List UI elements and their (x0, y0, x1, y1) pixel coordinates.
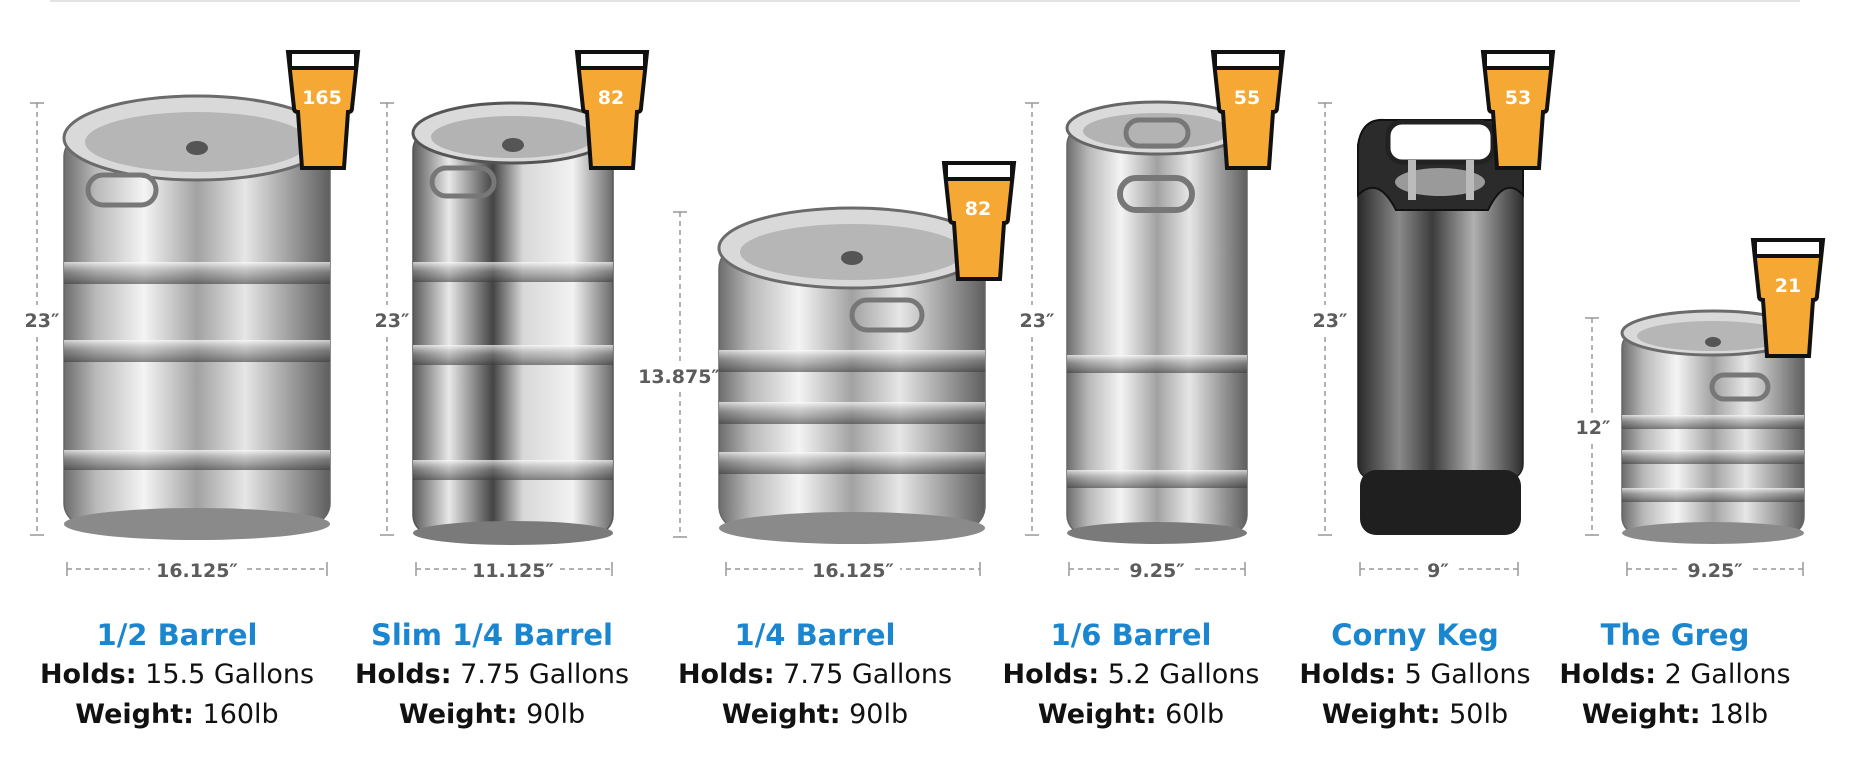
handle-icon (1385, 119, 1496, 165)
keg-info-sixth-barrel: 1/6 Barrel Holds: 5.2 Gallons Weight: 60… (966, 615, 1296, 735)
pint-count: 82 (598, 87, 624, 109)
keg-width-label: 11.125″ (472, 560, 554, 582)
handle-icon (429, 165, 497, 199)
handle-icon (1123, 117, 1191, 149)
keg-info-the-greg: The Greg Holds: 2 Gallons Weight: 18lb (1510, 615, 1840, 735)
handle-icon (1709, 372, 1771, 402)
pint-count: 55 (1234, 87, 1260, 109)
keg-height-label: 12″ (1576, 417, 1611, 439)
keg-width-label: 9″ (1427, 560, 1449, 582)
keg-half-barrel: 23″ 16.125″ 165 (20, 50, 361, 583)
pint-count: 165 (302, 87, 342, 109)
keg-name: Slim 1/4 Barrel (370, 618, 613, 652)
keg-name: 1/2 Barrel (96, 618, 258, 652)
pint-glass-icon: 55 (1210, 50, 1286, 170)
pint-glass-icon: 53 (1480, 50, 1556, 170)
pint-glass-icon: 82 (941, 161, 1017, 281)
handle-icon (849, 297, 925, 333)
pint-count: 82 (965, 198, 991, 220)
keg-quarter-barrel: 13.875″ 16.125″ 82 (638, 161, 1017, 583)
keg-name: 1/6 Barrel (1050, 618, 1212, 652)
keg-width-label: 16.125″ (156, 560, 238, 582)
keg-height-label: 23″ (1020, 310, 1055, 332)
keg-corny: 23″ 9″ 53 (1308, 50, 1556, 583)
keg-name: Corny Keg (1331, 618, 1499, 652)
keg-holds: Holds: 2 Gallons (1559, 659, 1791, 690)
keg-info-half-barrel: 1/2 Barrel Holds: 15.5 Gallons Weight: 1… (12, 615, 342, 735)
keg-weight: Weight: 90lb (721, 699, 909, 730)
pint-glass-icon: 82 (574, 50, 650, 170)
keg-holds: Holds: 7.75 Gallons (677, 659, 953, 690)
keg-height-label: 23″ (1313, 310, 1348, 332)
keg-width-label: 9.25″ (1129, 560, 1185, 582)
handle-icon (85, 172, 159, 208)
pint-count: 21 (1775, 275, 1801, 297)
keg-weight: Weight: 18lb (1581, 699, 1769, 730)
keg-weight: Weight: 60lb (1037, 699, 1225, 730)
keg-height-label: 23″ (375, 310, 410, 332)
handle-icon (1117, 175, 1195, 213)
keg-width-label: 16.125″ (812, 560, 894, 582)
top-divider (50, 0, 1800, 2)
keg-weight: Weight: 90lb (398, 699, 586, 730)
kegs-illustration: 23″ 16.125″ 165 (20, 50, 1826, 583)
keg-holds: Holds: 5 Gallons (1299, 659, 1531, 690)
keg-info-quarter-barrel: 1/4 Barrel Holds: 7.75 Gallons Weight: 9… (650, 615, 980, 735)
keg-width-label: 9.25″ (1687, 560, 1743, 582)
keg-name: The Greg (1600, 618, 1750, 652)
pint-count: 53 (1505, 87, 1531, 109)
pint-glass-icon: 21 (1750, 238, 1826, 358)
keg-the-greg: 12″ 9.25″ 21 (1576, 238, 1826, 583)
keg-weight: Weight: 160lb (75, 699, 279, 730)
keg-weight: Weight: 50lb (1321, 699, 1509, 730)
keg-height-label: 13.875″ (638, 366, 720, 388)
pint-glass-icon: 165 (285, 50, 361, 170)
keg-slim-quarter-barrel: 23″ 11.125″ 82 (370, 50, 650, 583)
keg-holds: Holds: 15.5 Gallons (39, 659, 315, 690)
keg-name: 1/4 Barrel (734, 618, 896, 652)
keg-holds: Holds: 7.75 Gallons (354, 659, 630, 690)
keg-info-corny: Corny Keg Holds: 5 Gallons Weight: 50lb (1250, 615, 1580, 735)
keg-sixth-barrel: 23″ 9.25″ 55 (1015, 50, 1286, 583)
keg-holds: Holds: 5.2 Gallons (1002, 659, 1260, 690)
keg-info-slim-quarter-barrel: Slim 1/4 Barrel Holds: 7.75 Gallons Weig… (327, 615, 657, 735)
keg-height-label: 23″ (25, 310, 60, 332)
